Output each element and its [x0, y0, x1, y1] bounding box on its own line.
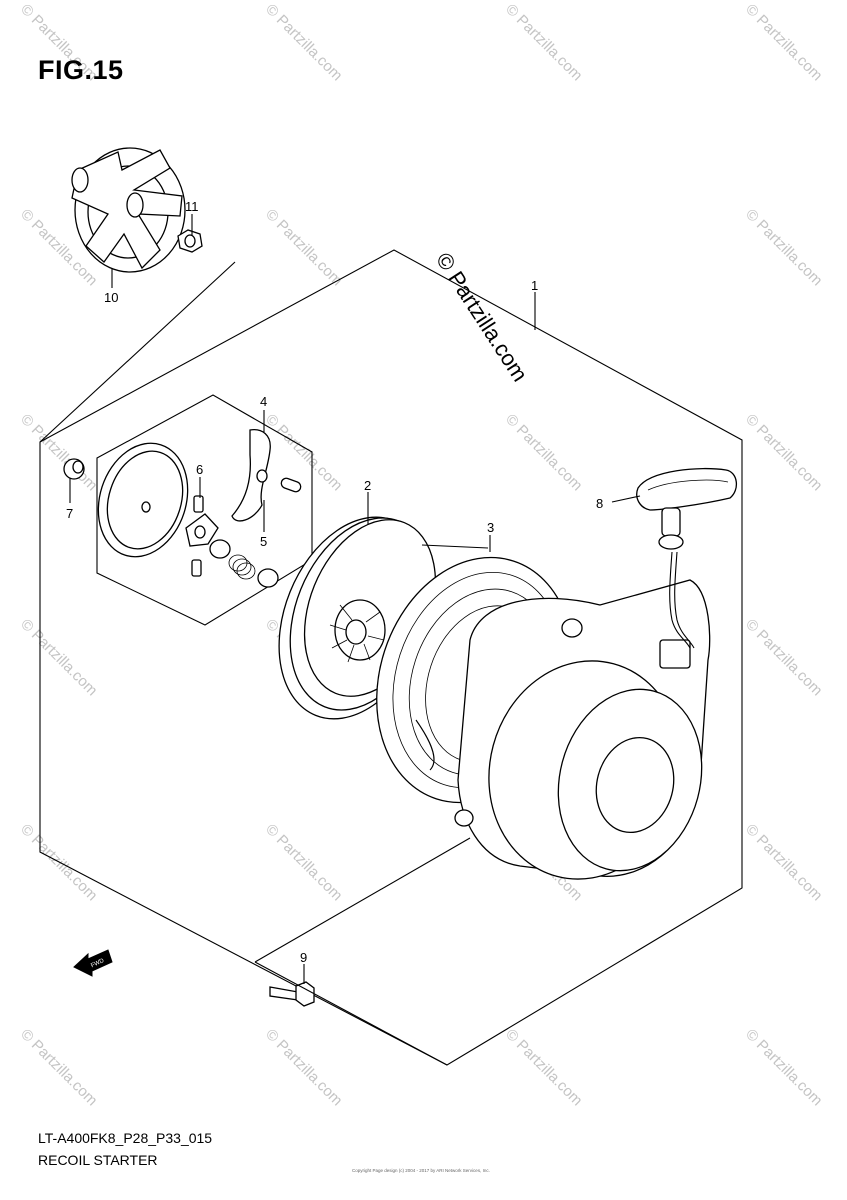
forward-direction-label: FWD [90, 958, 106, 969]
watermark-tile: © Partzilla.com [502, 411, 585, 494]
model-code: LT-A400FK8_P28_P33_015 [38, 1130, 213, 1146]
forward-direction-arrow: FWD [73, 949, 113, 977]
nut-part [177, 229, 203, 253]
watermark-tile: © Partzilla.com [742, 821, 825, 904]
watermark-tile: © Partzilla.com [262, 821, 345, 904]
callout-label: 10 [104, 290, 118, 305]
ratchet-part [231, 429, 302, 522]
callout-label: 9 [300, 950, 307, 965]
watermark-tile: © Partzilla.com [17, 616, 100, 699]
callout-label: 11 [185, 199, 199, 214]
watermark-tile: © Partzilla.com [742, 616, 825, 699]
leader-lines [39, 214, 641, 1066]
watermark-tile: © Partzilla.com [17, 411, 100, 494]
callout-label: 1 [531, 278, 538, 293]
starter-case-part [454, 579, 711, 880]
friction-plate-part [97, 442, 189, 558]
bolt-part [269, 981, 315, 1007]
starter-handle-part [636, 467, 737, 649]
watermark-tile: © Partzilla.com [742, 206, 825, 289]
watermark-tile: © Partzilla.com [262, 1026, 345, 1109]
starter-cup-part [71, 147, 186, 273]
watermark-tile: © Partzilla.com [262, 411, 345, 494]
callout-label: 5 [260, 534, 267, 549]
watermark-tile: © Partzilla.com [17, 821, 100, 904]
callout-labels: 1 2 3 4 5 6 7 8 9 10 11 [66, 199, 603, 965]
copyright-notice: Copyright Page design (c) 2004 - 2017 by… [352, 1168, 490, 1173]
washer-part [63, 458, 85, 480]
callout-label: 6 [196, 462, 203, 477]
watermark-tile: © Partzilla.com [262, 206, 345, 289]
figure-title: FIG.15 [38, 55, 124, 85]
callout-label: 8 [596, 496, 603, 511]
guide-part [185, 495, 219, 577]
watermark-tile: © Partzilla.com [502, 1, 585, 84]
spring-collar-part [209, 539, 279, 588]
watermark-tile: © Partzilla.com [742, 411, 825, 494]
watermark-tile: © Partzilla.com [17, 1026, 100, 1109]
callout-label: 7 [66, 506, 73, 521]
callout-label: 2 [364, 478, 371, 493]
watermark-tile: © Partzilla.com [742, 1026, 825, 1109]
diagram-caption: RECOIL STARTER [38, 1152, 158, 1168]
assembly-outline [39, 249, 743, 1066]
watermark-tile: © Partzilla.com [502, 1026, 585, 1109]
watermark-tile: © Partzilla.com [742, 1, 825, 84]
watermark-tile: © Partzilla.com [262, 1, 345, 84]
callout-label: 4 [260, 394, 267, 409]
callout-label: 3 [487, 520, 494, 535]
